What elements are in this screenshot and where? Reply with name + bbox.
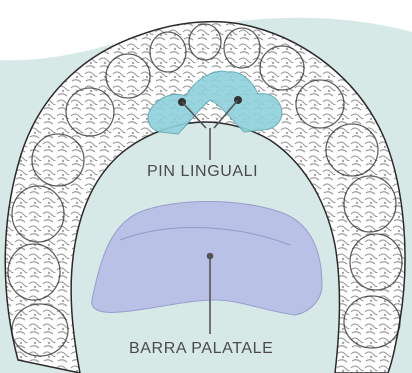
barra-palatale-label: BARRA PALATALE — [129, 340, 273, 358]
pin-linguali-label: PIN LINGUALI — [147, 163, 258, 181]
